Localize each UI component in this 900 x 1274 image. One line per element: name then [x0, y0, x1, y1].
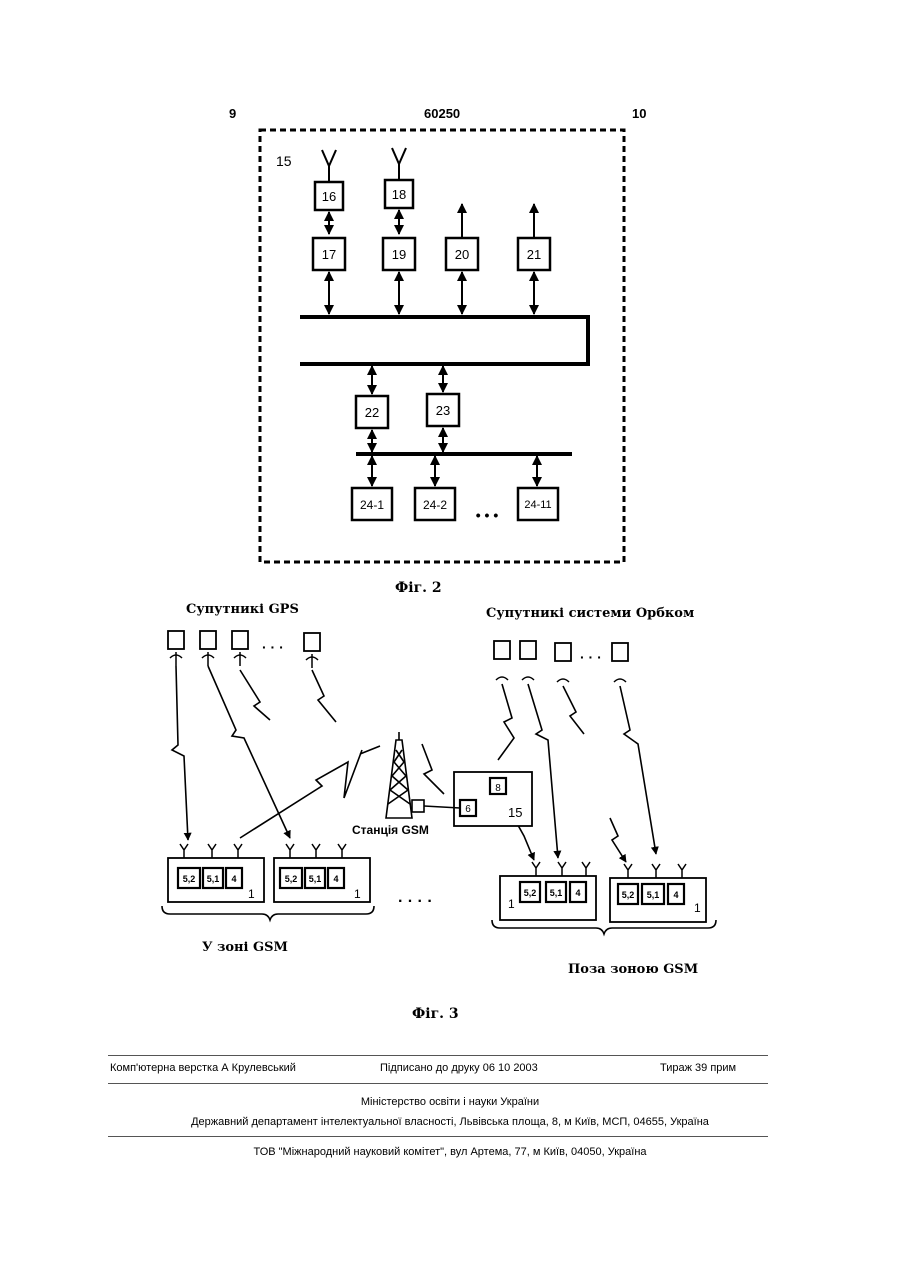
antenna-icon — [322, 150, 336, 182]
footer-signed-date: Підписано до друку 06 10 2003 — [380, 1062, 538, 1074]
main-bus — [300, 317, 588, 364]
svg-text:6: 6 — [465, 804, 471, 815]
gsm-link — [240, 750, 362, 838]
orbcom-signal-line — [563, 686, 584, 734]
svg-text:1: 1 — [354, 887, 361, 901]
footer-layout-credit: Комп'ютерна верстка А Крулевський — [110, 1062, 296, 1074]
units-gap-ellipsis: · · · · — [398, 893, 433, 910]
gps-satellite — [232, 631, 248, 649]
svg-text:4: 4 — [231, 874, 236, 884]
svg-text:1: 1 — [508, 897, 515, 911]
figure-3-caption: Фіг. 3 — [412, 1006, 459, 1022]
block-21-label: 21 — [527, 247, 541, 262]
orbcom-link — [610, 818, 626, 862]
svg-text:4: 4 — [673, 890, 678, 900]
antenna-icon — [392, 148, 406, 180]
svg-text:5,1: 5,1 — [647, 890, 660, 900]
blocks-ellipsis: • • • — [476, 507, 499, 523]
svg-text:5,2: 5,2 — [524, 888, 537, 898]
orbcom-satellite — [520, 641, 536, 659]
orbcom-signal-line — [620, 686, 656, 854]
orbcom-signal-line — [498, 684, 514, 760]
footer-publisher: ТОВ "Міжнародний науковий комітет", вул … — [0, 1146, 900, 1158]
gsm-tower-icon — [386, 732, 424, 818]
svg-text:5,1: 5,1 — [550, 888, 563, 898]
zone-brace-in — [162, 906, 374, 920]
gps-sat-ellipsis: · · · — [262, 639, 284, 655]
svg-text:4: 4 — [575, 888, 580, 898]
gsm-link — [422, 744, 444, 794]
footer-ministry: Міністерство освіти і науки України — [0, 1096, 900, 1108]
orbcom-satellites-label: Супутникі системи Орбком — [486, 606, 694, 621]
svg-text:5,2: 5,2 — [622, 890, 635, 900]
figure-2-diagram: 15 16 18 17 19 20 21 — [0, 0, 900, 600]
gps-satellite — [200, 631, 216, 649]
footer-department: Державний департамент інтелектуальної вл… — [0, 1116, 900, 1128]
svg-text:8: 8 — [495, 783, 501, 794]
orbcom-sat-ellipsis: · · · — [580, 649, 602, 665]
svg-text:5,2: 5,2 — [183, 874, 196, 884]
footer-rule — [108, 1055, 768, 1056]
figure-2-caption: Фіг. 2 — [395, 580, 442, 596]
orbcom-signal-line — [528, 684, 558, 858]
figure-3-diagram: Станція GSM 8 6 15 — [0, 600, 900, 1000]
block-22-label: 22 — [365, 405, 379, 420]
block-20-label: 20 — [455, 247, 469, 262]
svg-text:5,1: 5,1 — [207, 874, 220, 884]
gps-satellites-label: Супутникі GPS — [186, 602, 299, 617]
gps-signal-line — [312, 670, 336, 722]
gsm-station-label: Станція GSM — [352, 823, 429, 837]
gps-signal-line — [172, 666, 188, 840]
block-19-label: 19 — [392, 247, 406, 262]
svg-text:5,1: 5,1 — [309, 874, 322, 884]
control-center-label: 15 — [508, 805, 522, 820]
in-gsm-zone-label: У зоні GSM — [202, 940, 288, 955]
gsm-link — [360, 746, 380, 754]
block-18-label: 18 — [392, 187, 406, 202]
block-24-n-label: 24-11 — [524, 499, 551, 511]
block-24-2-label: 24-2 — [423, 498, 447, 512]
svg-text:4: 4 — [333, 874, 338, 884]
block-16-label: 16 — [322, 189, 336, 204]
tracking-unit — [610, 878, 706, 922]
orbcom-satellite — [494, 641, 510, 659]
gps-satellite — [304, 633, 320, 651]
frame-label: 15 — [276, 153, 292, 169]
footer-circulation: Тираж 39 прим — [660, 1062, 736, 1074]
gps-signal-line — [240, 670, 270, 720]
svg-text:1: 1 — [694, 901, 701, 915]
orbcom-satellite — [555, 643, 571, 661]
block-17-label: 17 — [322, 247, 336, 262]
out-of-gsm-zone-label: Поза зоною GSM — [568, 962, 698, 977]
block-23-label: 23 — [436, 403, 450, 418]
gps-satellite — [168, 631, 184, 649]
footer-rule — [108, 1083, 768, 1084]
orbcom-satellite — [612, 643, 628, 661]
svg-text:5,2: 5,2 — [285, 874, 298, 884]
svg-text:1: 1 — [248, 887, 255, 901]
footer-rule — [108, 1136, 768, 1137]
gps-signal-line — [208, 666, 290, 838]
block-24-1-label: 24-1 — [360, 498, 384, 512]
